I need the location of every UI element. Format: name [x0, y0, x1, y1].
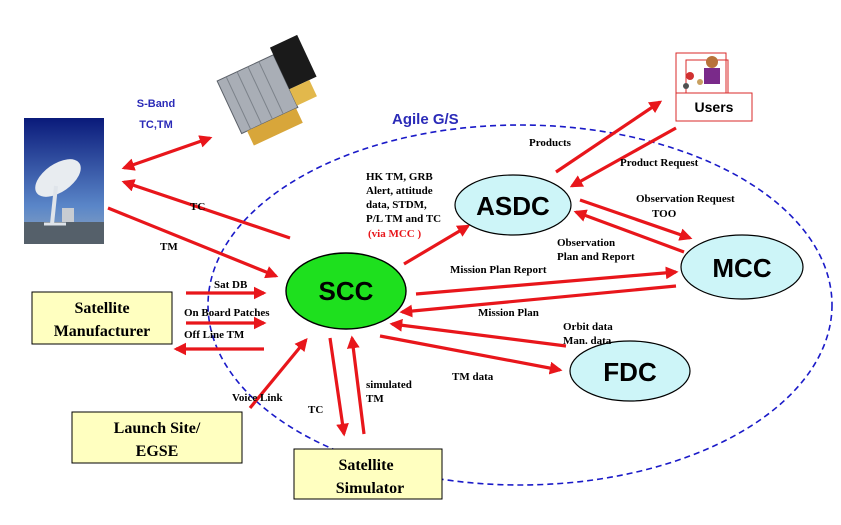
users-image	[675, 52, 729, 97]
sat-db-label: Sat DB	[214, 279, 248, 291]
via-mcc-label: (via MCC )	[368, 228, 421, 240]
scc-node	[285, 252, 407, 330]
hk-tm-label-4: P/L TM and TC	[366, 213, 441, 225]
observation-request-label-2: TOO	[652, 208, 677, 220]
satellite-image	[216, 34, 317, 146]
fdc-node	[569, 340, 691, 402]
arrow-mcc-asdc-plan	[573, 209, 685, 254]
arrow-mcc-scc-plan	[399, 284, 677, 318]
voice-link-label: Voice Link	[232, 392, 284, 404]
observation-request-label-1: Observation Request	[636, 193, 735, 205]
asdc-label: ASDC	[476, 191, 550, 221]
simulator-box	[293, 448, 443, 500]
manufacturer-label-1: Satellite	[74, 300, 129, 317]
hk-tm-label-2: Alert, attitude	[366, 185, 433, 197]
users-box	[675, 92, 753, 122]
hk-tm-label-1: HK TM, GRB	[366, 171, 433, 183]
orbit-data-label-2: Man. data	[563, 335, 612, 347]
hk-tm-label-3: data, STDM,	[366, 199, 427, 211]
manufacturer-box	[31, 291, 173, 345]
manufacturer-label-2: Manufacturer	[54, 323, 151, 340]
arrow-scc-fdc-tmdata	[379, 334, 563, 375]
agile-gs-label: Agile G/S	[392, 111, 459, 128]
arrow-asdc-mcc-request	[579, 198, 693, 241]
simulated-tm-label-2: TM	[366, 393, 384, 405]
on-board-patches-label: On Board Patches	[184, 307, 270, 319]
launch-site-label-2: EGSE	[136, 443, 179, 460]
arrow-scc-asdc	[403, 224, 471, 266]
simulated-tm-label-1: simulated	[366, 379, 412, 391]
observation-plan-label-1: Observation	[557, 237, 615, 249]
tm-antenna-label: TM	[160, 241, 178, 253]
launch-site-box	[71, 411, 243, 464]
asdc-node	[454, 174, 572, 236]
arrow-simulator-scc-tm	[346, 335, 366, 435]
arrow-fdc-scc-orbit	[389, 318, 567, 348]
arrow-users-asdc-request	[569, 126, 677, 188]
mission-plan-label: Mission Plan	[478, 307, 539, 319]
mission-plan-report-label: Mission Plan Report	[450, 264, 547, 276]
users-label: Users	[695, 99, 734, 115]
arrow-scc-antenna-tc	[121, 179, 291, 240]
arrow-asdc-users-products	[555, 100, 663, 174]
tc-simulator-label: TC	[308, 404, 323, 416]
tm-data-label: TM data	[452, 371, 494, 383]
off-line-tm-label: Off Line TM	[184, 329, 245, 341]
arrow-scc-mcc-report	[415, 266, 679, 296]
arrow-antenna-scc-tm	[107, 206, 279, 279]
orbit-data-label-1: Orbit data	[563, 321, 613, 333]
fdc-label: FDC	[603, 357, 657, 387]
observation-plan-label-2: Plan and Report	[557, 251, 635, 263]
arrow-launchsite-voicelink	[248, 338, 308, 410]
ground-antenna-image	[24, 118, 104, 244]
mcc-node	[680, 234, 804, 300]
scc-label: SCC	[319, 276, 374, 306]
sband-label: S-Band	[137, 98, 176, 110]
simulator-label-1: Satellite	[338, 457, 393, 474]
product-request-label: Product Request	[620, 157, 699, 169]
tc-antenna-label: TC	[190, 201, 205, 213]
arrow-scc-simulator-tc	[328, 337, 349, 437]
simulator-label-2: Simulator	[336, 480, 404, 497]
products-label: Products	[529, 137, 572, 149]
launch-site-label-1: Launch Site/	[114, 420, 201, 437]
arrow-antenna-satellite	[121, 135, 213, 171]
sband-tctm-label: TC,TM	[139, 119, 173, 131]
agile-gs-boundary	[207, 124, 833, 486]
mcc-label: MCC	[712, 253, 771, 283]
